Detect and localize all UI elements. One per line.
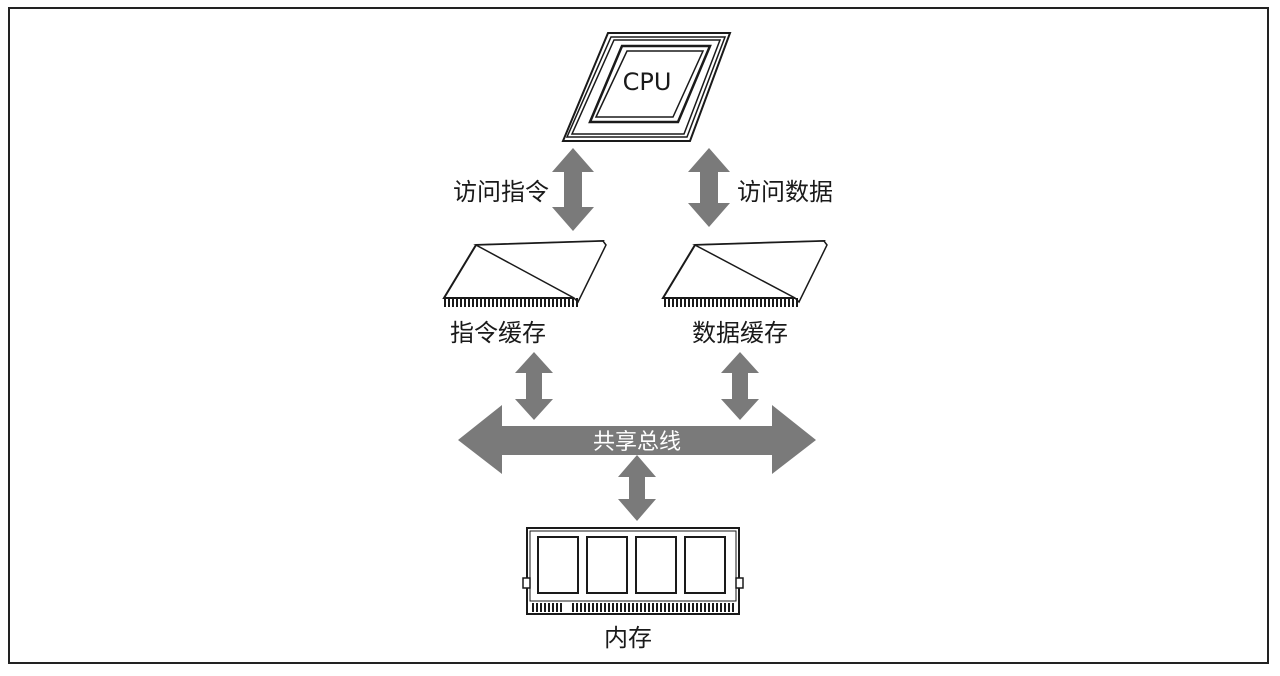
shared-bus-label: 共享总线 [593, 430, 681, 455]
data-cache-bus-arrow [721, 352, 759, 420]
instruction-cache-bus-arrow [515, 352, 553, 420]
access-data-label: 访问数据 [737, 178, 833, 206]
diagram-frame [8, 7, 1269, 664]
access-instruction-arrow [552, 148, 594, 231]
data-cache-label: 数据缓存 [692, 319, 788, 347]
data-cache-chip-icon [661, 239, 828, 307]
instruction-cache-chip-icon [442, 239, 607, 307]
cpu-label: CPU [623, 68, 672, 96]
memory-label: 内存 [604, 624, 652, 652]
access-instruction-label: 访问指令 [453, 178, 549, 206]
shared-bus-arrow [458, 405, 816, 474]
cpu-chip-icon [561, 32, 732, 142]
access-data-arrow [688, 148, 730, 227]
instruction-cache-label: 指令缓存 [450, 319, 546, 347]
memory-module-icon [522, 527, 744, 615]
bus-memory-arrow [618, 455, 656, 521]
